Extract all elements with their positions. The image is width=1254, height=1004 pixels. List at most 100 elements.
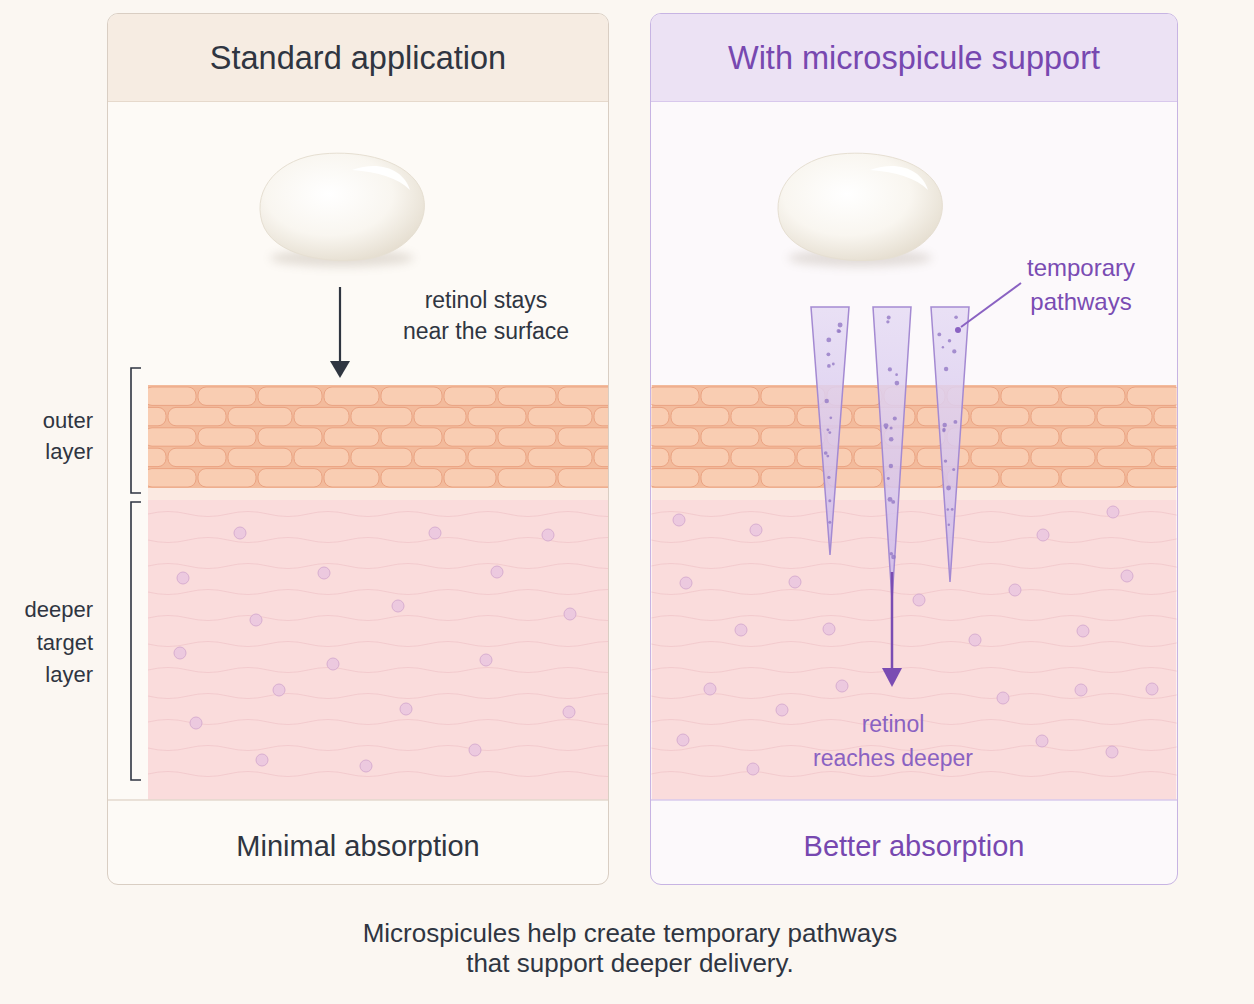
tissue-cell [360, 760, 372, 772]
fiber-group [652, 512, 1177, 777]
tissue-fiber [148, 616, 608, 621]
tissue-cell [327, 658, 339, 670]
retinol-particle [888, 367, 892, 371]
tissue-fiber [652, 590, 1177, 595]
skin-cell [1127, 428, 1177, 446]
tissue-cell [1146, 683, 1158, 695]
skin-cell [1061, 428, 1125, 446]
tissue-cell [392, 600, 404, 612]
tissue-cell [1075, 684, 1087, 696]
blob-body [778, 153, 942, 260]
retinol-particle [829, 416, 832, 419]
outer-layer [148, 385, 608, 488]
skin-cell [498, 469, 556, 487]
tissue-fiber [148, 668, 608, 673]
tissue-cell [256, 754, 268, 766]
tissue-fiber [148, 746, 608, 751]
skin-cell [971, 448, 1029, 466]
retinol-particle [838, 323, 843, 328]
retinol-particle [944, 367, 948, 371]
tissue-fiber [652, 512, 1177, 517]
skin-left [148, 385, 608, 800]
skin-cell [414, 407, 466, 425]
skin-cell [1127, 469, 1177, 487]
skin-cell [294, 407, 349, 425]
tissue-cell [704, 683, 716, 695]
tissue-cell [177, 572, 189, 584]
skin-cell [558, 428, 608, 446]
skin-cell [258, 469, 322, 487]
tissue-cell [1121, 570, 1133, 582]
retinol-particle [946, 486, 951, 491]
tissue-fiber [148, 642, 608, 647]
tissue-cell [429, 527, 441, 539]
retinol-particle [824, 451, 828, 455]
retinol-particle [889, 437, 894, 442]
retinol-particle [832, 363, 835, 366]
retinol-particle [954, 315, 958, 319]
cream-blob [778, 153, 942, 267]
skin-cell [971, 407, 1029, 425]
skin-cell [761, 469, 825, 487]
skin-cell [148, 387, 196, 405]
skin-cell [381, 387, 442, 405]
tissue-cell [1037, 529, 1049, 541]
retinol-particle [895, 381, 900, 386]
cream-blob [260, 153, 424, 267]
blob-highlight [352, 166, 410, 190]
arrow-shaft [891, 572, 894, 671]
tissue-fiber [652, 616, 1177, 621]
microspicule [811, 307, 849, 555]
retinol-particle [828, 431, 831, 434]
tissue-cell [400, 703, 412, 715]
skin-cell [701, 428, 759, 446]
tissue-cell [776, 704, 788, 716]
skin-cell [228, 407, 292, 425]
skin-cell [198, 469, 256, 487]
skin-cell [1001, 387, 1059, 405]
tissue-fiber [652, 668, 1177, 673]
tissue-cell [1077, 625, 1089, 637]
skin-cell [1061, 469, 1125, 487]
skin-cell [652, 407, 670, 425]
annotation-text: retinol stays near the surface [401, 285, 572, 347]
skin-cell [351, 448, 412, 466]
tissue-cell [1107, 506, 1119, 518]
microspicule [931, 307, 969, 582]
tissue-fiber [148, 564, 608, 569]
layer-bracket [131, 368, 141, 493]
skin-cell [1031, 407, 1095, 425]
skin-cell [198, 428, 256, 446]
skin-cell [1127, 387, 1177, 405]
tissue-cell [750, 524, 762, 536]
tissue-fiber [652, 694, 1177, 699]
wrap-spacer [810, 707, 836, 741]
retinol-particle [887, 477, 890, 480]
retinol-particle [838, 330, 841, 333]
skin-cell [761, 387, 825, 405]
tissue-cell [318, 567, 330, 579]
tissue-fiber [652, 642, 1177, 647]
retinol-particle [942, 423, 946, 427]
retinol-particle [888, 497, 893, 502]
skin-cell [148, 448, 166, 466]
panel-heading: With microspicule support [651, 14, 1177, 102]
retinol-particle [952, 349, 956, 353]
skin-cell [258, 428, 322, 446]
tissue-cell [234, 527, 246, 539]
retinol-particle [890, 426, 893, 429]
leader-dot [955, 327, 961, 333]
tissue-cell [542, 529, 554, 541]
skin-cell [168, 407, 226, 425]
skin-cell [444, 428, 496, 446]
panel-heading: Standard application [108, 14, 608, 102]
tissue-cell [1036, 735, 1048, 747]
skin-cell [198, 387, 256, 405]
skin-cell [652, 387, 700, 405]
skin-cell [1061, 387, 1125, 405]
dot-group [673, 506, 1158, 775]
skin-cell [381, 469, 442, 487]
retinol-particle [942, 428, 945, 431]
